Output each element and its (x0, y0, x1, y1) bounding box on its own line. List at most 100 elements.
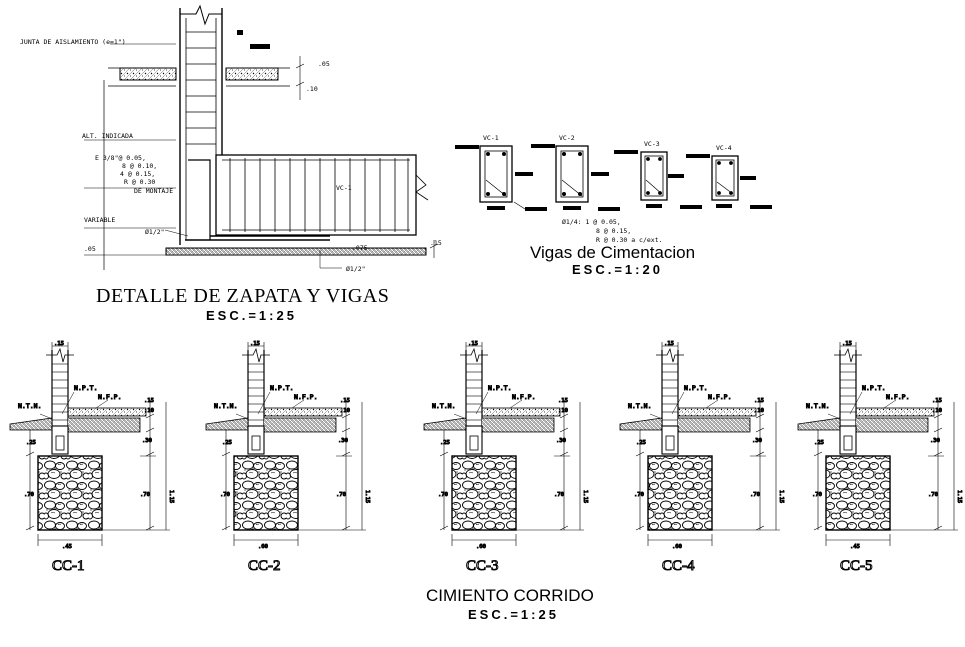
break-line (656, 347, 684, 363)
dim-base (37, 534, 103, 546)
alt-label: ALT. INDICADA (82, 132, 133, 140)
dim-total-height: 1.15 (956, 490, 962, 503)
stirrup-line-3: 4 @ 0.15, (120, 170, 155, 178)
leader-line (649, 391, 719, 419)
dim-top (465, 342, 483, 350)
ground (619, 417, 663, 431)
dim-base-width: .60 (672, 544, 682, 550)
dim-right (145, 400, 155, 531)
dim-30: .30 (338, 438, 348, 444)
leader-line (453, 391, 523, 419)
beam-label-vc1: VC-1 (336, 184, 352, 192)
extension-line (890, 455, 958, 531)
break-line (834, 347, 862, 363)
plinth-rebar (469, 435, 479, 451)
ntn-label: N.T.N. (628, 402, 651, 410)
dim-70-right: .70 (140, 492, 150, 498)
dim-top (839, 342, 857, 350)
npt-label: N.P.T. (862, 384, 885, 392)
dim-10: .10 (558, 408, 568, 414)
nfp-label: N.F.P. (708, 393, 731, 401)
dim-base (233, 534, 299, 546)
rebar-label-a: Ø1/2" (145, 228, 165, 236)
dim-25: .25 (26, 440, 36, 446)
dim-70-right: .70 (554, 492, 564, 498)
dim-left (221, 430, 231, 531)
plinth-rebar (665, 435, 675, 451)
dim-right (933, 400, 943, 531)
footing-scale: ESC.=1:25 (206, 308, 297, 323)
dim-left (25, 430, 35, 531)
footing-body (451, 455, 517, 531)
dim-70-left: .70 (812, 492, 822, 498)
dim-base-width: .45 (62, 544, 72, 550)
stirrup-line-2: 8 @ 0.10, (122, 162, 157, 170)
beam-stirrup-note-3: R @ 0.30 a c/ext. (596, 236, 663, 244)
nfp-label: N.F.P. (512, 393, 535, 401)
dim-70-left: .70 (24, 492, 34, 498)
rebar-label-b: Ø1/2" (346, 265, 366, 273)
dim-15: .15 (754, 398, 764, 404)
dim-top-width: .15 (54, 341, 64, 347)
dim-total-height: 1.15 (582, 490, 588, 503)
beam-section-label-4: VC-4 (716, 144, 732, 152)
beam-section-label-2: VC-2 (559, 134, 575, 142)
dim-left (635, 430, 645, 531)
section-name: CC-5 (840, 558, 873, 574)
dim-30: .30 (142, 438, 152, 444)
ground (205, 417, 249, 431)
dim-base (825, 534, 891, 546)
ntn-label: N.T.N. (432, 402, 455, 410)
dim-10: .10 (340, 408, 350, 414)
dim-25: .25 (440, 440, 450, 446)
plinth-rebar (55, 435, 65, 451)
dim-right (559, 400, 569, 531)
dim-70-right: .70 (750, 492, 760, 498)
dim-total-height: 1.15 (168, 490, 174, 503)
dim-top-width: .15 (468, 341, 478, 347)
leader-line (39, 391, 109, 419)
dim-30: .30 (556, 438, 566, 444)
dim-70-left: .70 (220, 492, 230, 498)
dim-top-width: .15 (664, 341, 674, 347)
fill-layer (856, 417, 929, 433)
dim-25: .25 (636, 440, 646, 446)
dim-25: .25 (222, 440, 232, 446)
dim-70-left: .70 (438, 492, 448, 498)
footing-body (825, 455, 891, 531)
dim-10: .10 (754, 408, 764, 414)
dim-top (51, 342, 69, 350)
beams-scale: ESC.=1:20 (572, 262, 663, 277)
beams-title: Vigas de Cimentacion (530, 243, 695, 262)
dim-top (247, 342, 265, 350)
floor-slab (677, 407, 757, 417)
nfp-label: N.F.P. (886, 393, 909, 401)
npt-label: N.P.T. (488, 384, 511, 392)
dim-left (813, 430, 823, 531)
section-name: CC-1 (52, 558, 85, 574)
montaje-label: DE MONTAJE (134, 187, 173, 195)
plinth-rebar (843, 435, 853, 451)
ntn-label: N.T.N. (214, 402, 237, 410)
footing-detail (84, 4, 439, 270)
dim-left (439, 430, 449, 531)
ntn-label: N.T.N. (806, 402, 829, 410)
floor-slab (67, 407, 147, 417)
dim-top-width: .15 (842, 341, 852, 347)
footing-body (37, 455, 103, 531)
floor-slab (481, 407, 561, 417)
beam-stirrup-note-1: Ø1/4: 1 @ 0.05, (562, 218, 621, 226)
dim-top-width: .15 (250, 341, 260, 347)
stirrup-line-4: R @ 0.30 (124, 178, 155, 186)
fill-layer (678, 417, 751, 433)
stirrup-line-1: E 3/8"@ 0.05, (95, 154, 146, 162)
fill-layer (264, 417, 337, 433)
dim-right (341, 400, 351, 531)
dim-10: .10 (144, 408, 154, 414)
dim-10: .10 (932, 408, 942, 414)
